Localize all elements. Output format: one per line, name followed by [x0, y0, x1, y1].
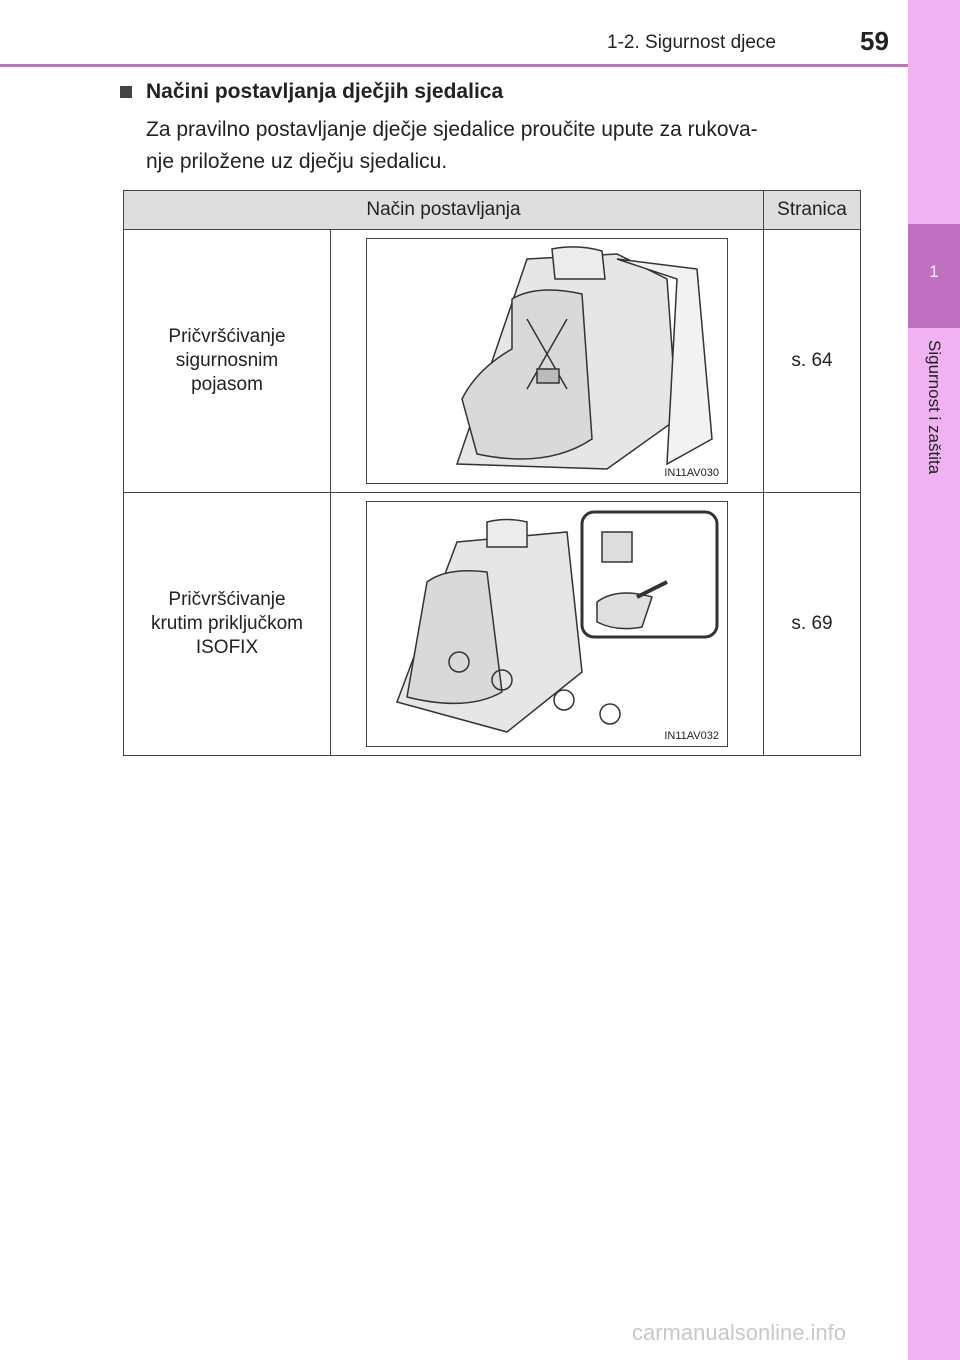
- figure-code: IN11AV030: [664, 467, 719, 479]
- method-cell: Pričvršćivanje krutim priključkom ISOFIX: [123, 492, 331, 756]
- intro-paragraph: Za pravilno postavljanje dječje sjedalic…: [146, 114, 854, 178]
- chapter-tab[interactable]: [908, 224, 960, 328]
- seatbelt-child-seat-illustration: IN11AV030: [366, 238, 728, 484]
- method-cell: Pričvršćivanje sigurnosnim pojasom: [123, 229, 331, 493]
- header-page: Stranica: [763, 190, 861, 230]
- table-row: Pričvršćivanje krutim priključkom ISOFIX: [123, 492, 861, 756]
- header-rule: [0, 64, 908, 67]
- isofix-anchor-icon: [396, 510, 719, 733]
- method-line: ISOFIX: [195, 637, 259, 658]
- intro-line: Za pravilno postavljanje dječje sjedalic…: [146, 118, 758, 141]
- figure-code: IN11AV032: [664, 730, 719, 742]
- table-row: Pričvršćivanje sigurnosnim pojasom IN11A…: [123, 229, 861, 493]
- method-line: krutim priključkom: [150, 613, 304, 634]
- table-header-row: Način postavljanja Stranica: [123, 190, 861, 230]
- page-reference[interactable]: s. 64: [763, 229, 861, 493]
- method-line: Pričvršćivanje: [168, 589, 286, 610]
- square-bullet-icon: [120, 86, 132, 98]
- chapter-title: Sigurnost i zaštita: [925, 340, 944, 475]
- header-method: Način postavljanja: [123, 190, 764, 230]
- page-number: 59: [860, 26, 889, 56]
- heading-text: Načini postavljanja dječjih sjedalica: [146, 80, 504, 103]
- page-reference[interactable]: s. 69: [763, 492, 861, 756]
- image-cell: IN11AV032: [330, 492, 764, 756]
- chapter-sidebar: [908, 0, 960, 1360]
- installation-table: Način postavljanja Stranica Pričvršćivan…: [123, 190, 861, 756]
- child-seat-belt-icon: [455, 246, 713, 470]
- method-line: Pričvršćivanje: [168, 326, 286, 347]
- chapter-number: 1: [929, 262, 939, 281]
- watermark: carmanualsonline.info: [632, 1320, 847, 1345]
- intro-line: nje priložene uz dječju sjedalicu.: [146, 150, 448, 173]
- isofix-child-seat-illustration: IN11AV032: [366, 501, 728, 747]
- image-cell: IN11AV030: [330, 229, 764, 493]
- header-section: 1-2. Sigurnost djece: [607, 32, 776, 53]
- section-heading: Načini postavljanja dječjih sjedalica: [120, 80, 503, 104]
- method-line: sigurnosnim: [175, 350, 279, 371]
- method-line: pojasom: [191, 374, 263, 395]
